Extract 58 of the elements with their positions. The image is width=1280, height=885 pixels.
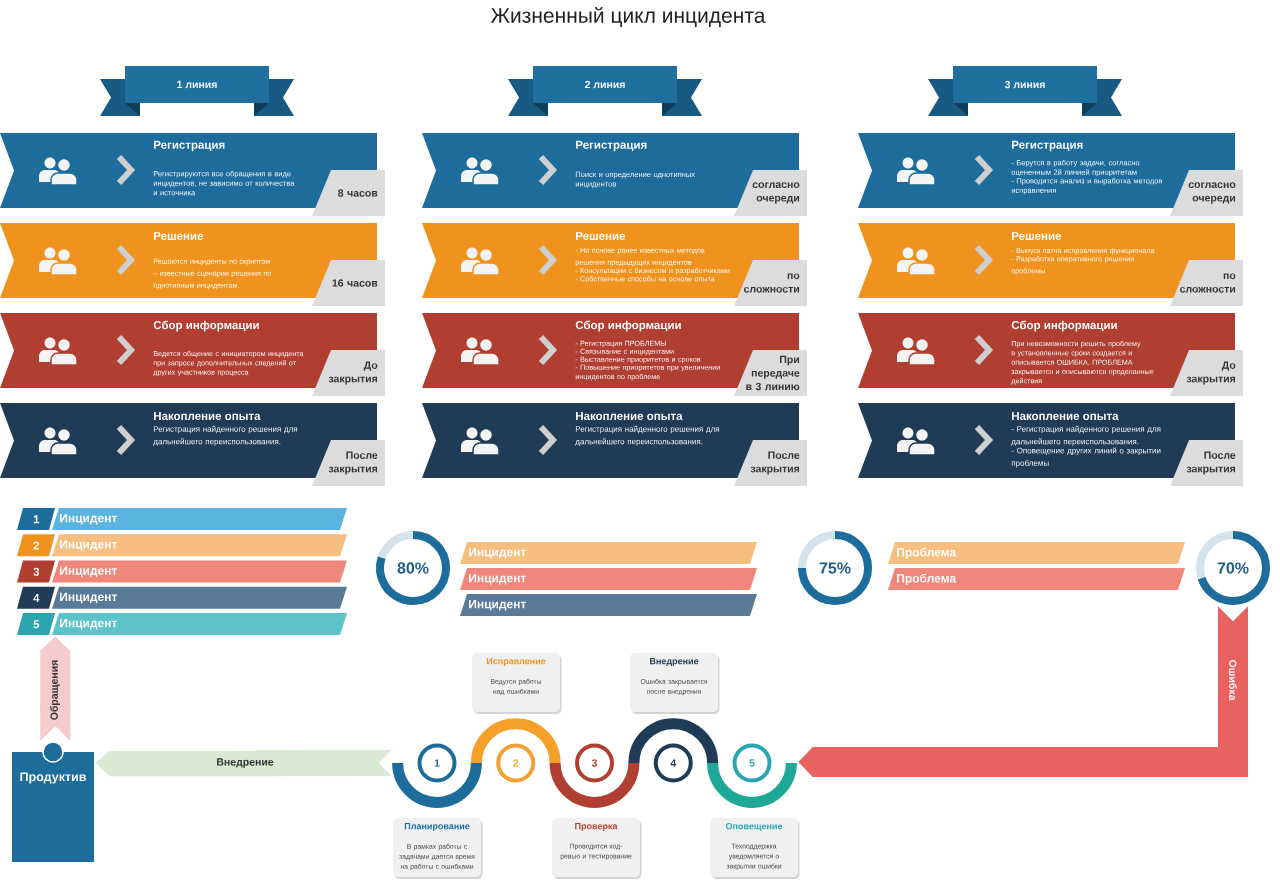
duration-tag: согласно очереди [1170,170,1243,216]
product-box: Продуктив [12,752,94,862]
callout-title: Внедрение [650,658,699,667]
duration-tag: согласно очереди [734,170,807,216]
label-bar: Инцидент [52,560,347,583]
label-bar: Инцидент [52,534,347,557]
ribbon-banner: 3 линия [928,66,1122,116]
card-text: - Регистрация найденного решения для дальнейшего переиспользования. [1011,425,1161,446]
duration-tag: После закрытия [1170,440,1243,486]
card-title: Решение [1012,232,1062,240]
duration-tag: После закрытия [312,440,385,486]
label-bar: Инцидент [460,594,757,616]
number-tab: 4 [17,586,55,609]
progress-ring: 80% [376,531,450,605]
number-tab: 3 [17,560,55,583]
card-title: Регистрация [576,140,647,152]
number-tab: 2 [17,534,55,557]
duration-tag: При передаче в 3 линию [734,350,807,396]
duration-tag: До закрытия [312,350,385,396]
ribbon-banner: 1 линия [100,66,294,116]
callout-title: Проверка [575,823,618,832]
card-text: Регистрация найденного решения для дальнейшего переиспользования. [575,425,720,446]
callout-title: Оповещение [725,823,783,832]
duration-tag: До закрытия [1170,350,1243,396]
label-bar: Инцидент [460,542,757,564]
progress-ring: 70% [1196,531,1270,605]
label-bar: Проблема [888,568,1185,590]
card-title: Решение [576,232,626,240]
duration-tag: по сложности [734,260,807,306]
card-text: Регистрация найденного решения для дальнейшего переиспользования. [153,425,298,446]
duration-tag: 8 часов [312,170,385,216]
duration-tag: 16 часов [312,260,385,306]
label-bar: Инцидент [52,508,347,530]
card-title: Сбор информации [575,320,681,332]
label-bar: Инцидент [52,586,347,609]
card-text: - Оповещение других линий о закрытии проблемы [1011,447,1161,468]
callout-title: Исправление [486,658,546,667]
progress-ring: 75% [798,531,872,605]
label-bar: Инцидент [460,568,757,590]
label-bar: Инцидент [52,613,347,635]
card-title: Сбор информации [1011,320,1117,332]
card-title: Накопление опыта [576,412,683,420]
card-title: Сбор информации [153,320,259,332]
label-bar: Проблема [888,542,1185,564]
card-title: Накопление опыта [1012,412,1119,420]
ribbon-banner: 2 линия [508,66,702,116]
title: Жизненный цикл инцидента [490,7,766,27]
duration-tag: по сложности [1170,260,1243,306]
edge-label: Ошибка [1227,658,1239,702]
duration-tag: После закрытия [734,440,807,486]
card-title: Накопление опыта [154,412,261,420]
number-tab: 5 [17,613,55,635]
callout-title: Планирование [404,823,470,832]
card-title: Регистрация [1012,140,1083,152]
card-title: Решение [154,232,204,240]
card-title: Регистрация [154,140,225,152]
wave-ribbon [392,718,797,808]
number-tab: 1 [17,508,55,530]
